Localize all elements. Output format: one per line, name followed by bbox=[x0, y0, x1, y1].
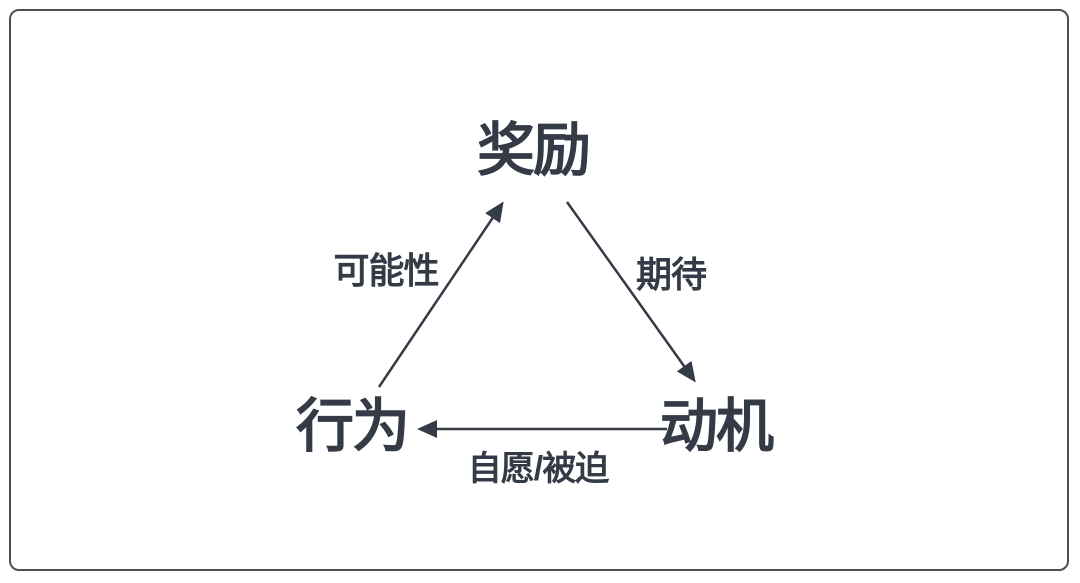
edge-label-voluntary-forced: 自愿/被迫 bbox=[467, 450, 609, 488]
diagram-card bbox=[9, 9, 1069, 571]
edge-label-expectation: 期待 bbox=[635, 254, 707, 295]
node-reward: 奖励 bbox=[476, 118, 591, 183]
edge-label-possibility: 可能性 bbox=[333, 250, 439, 291]
node-behavior: 行为 bbox=[295, 394, 410, 459]
node-motivation: 动机 bbox=[659, 394, 774, 459]
